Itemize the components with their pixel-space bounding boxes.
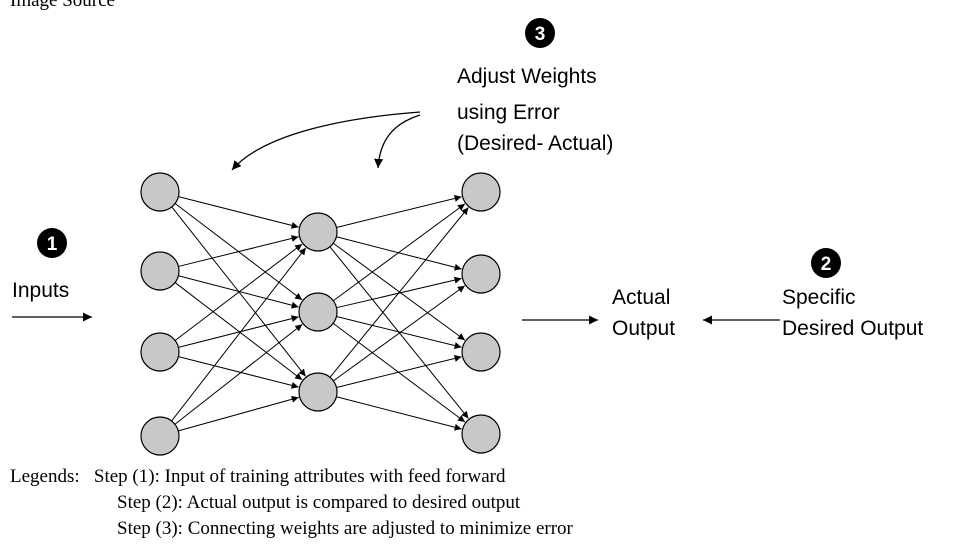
legend-row-2: Step (2): Actual output is compared to d… [10,490,573,516]
connection-l0-1-2 [174,282,303,381]
desired-output-label-line1: Specific [782,286,856,309]
legend-row-1: Legends: Step (1): Input of training att… [10,464,573,490]
input-node-1 [140,172,180,212]
adjust-weights-curve-left [231,111,421,171]
actual-output-label-line2: Output [612,317,675,340]
output-node-2 [461,254,501,294]
step-1-badge: 1 [37,228,67,258]
hidden-node-3 [298,372,338,412]
legend-item-1: Step (1): Input of training attributes w… [93,466,506,487]
network-connections [171,195,469,432]
connection-l0-2-2 [178,356,299,389]
connection-l1-0-0 [336,195,462,228]
connection-l0-0-0 [178,196,299,229]
connection-l1-2-1 [333,285,466,382]
legend-title: Legends: [10,466,80,487]
step-3-badge: 3 [525,18,555,48]
connection-l0-1-1 [178,275,299,309]
hidden-node-2 [298,292,338,332]
step-1-number: 1 [47,234,58,255]
step-2-badge: 2 [811,248,841,278]
connection-l0-2-0 [174,243,303,341]
legend-spacer [80,466,94,487]
hidden-node-1 [298,212,338,252]
step-3-label-line3: (Desired- Actual) [457,132,613,155]
step-3-label-line2: using Error [457,101,560,124]
connection-l1-1-3 [332,322,466,423]
connection-l1-2-3 [336,396,462,431]
step-3-number: 3 [535,24,546,45]
legend-item-3: Step (3): Connecting weights are adjuste… [117,518,573,539]
step-2-number: 2 [821,254,832,275]
adjust-weights-curve-right [374,114,421,169]
input-node-3 [140,332,180,372]
output-node-1 [461,172,501,212]
output-node-4 [461,414,501,454]
inputs-label: Inputs [12,279,69,302]
connection-l0-1-0 [178,235,299,267]
connection-l0-3-2 [178,395,299,432]
desired-output-label-line2: Desired Output [782,317,923,340]
input-node-2 [140,251,180,291]
actual-output-label-line1: Actual [612,286,670,309]
network-nodes [140,172,501,456]
input-node-4 [140,416,180,456]
legend-row-3: Step (3): Connecting weights are adjuste… [10,516,573,542]
image-source-caption: Image Source [10,0,115,11]
connection-l0-3-0 [171,247,307,422]
connection-l1-1-2 [336,316,462,349]
connection-l1-2-0 [329,207,469,378]
connection-l0-3-1 [174,323,303,425]
connection-l1-2-2 [336,355,462,388]
legend-item-2: Step (2): Actual output is compared to d… [117,492,521,513]
legend: Legends: Step (1): Input of training att… [10,464,573,542]
step-3-label-line1: Adjust Weights [457,65,597,88]
connection-l1-1-0 [333,203,466,302]
output-node-3 [461,332,501,372]
connection-l0-2-1 [178,315,299,348]
